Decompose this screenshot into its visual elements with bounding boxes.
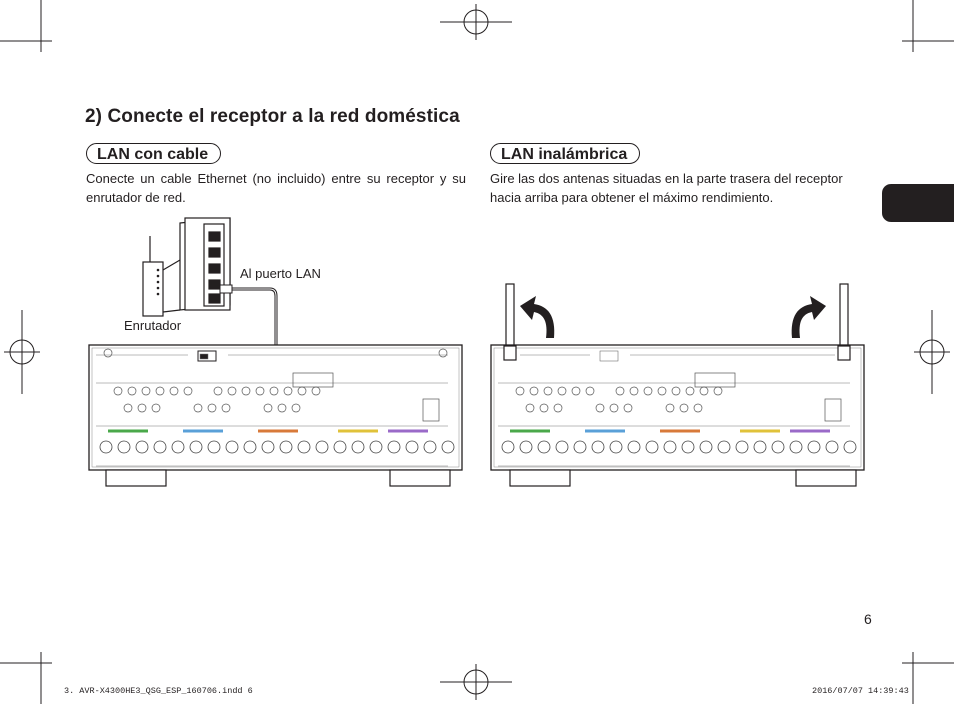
page-heading: 2) Conecte el receptor a la red doméstic… <box>85 106 460 127</box>
receiver-rear-panel-wired <box>88 344 463 487</box>
rotate-right-arrow-icon <box>791 296 826 338</box>
router-illustration <box>142 217 231 317</box>
footer-time: 14:39:43 <box>868 686 909 696</box>
wired-lan-text: Conecte un cable Ethernet (no incluido) … <box>86 171 466 205</box>
section-tab <box>882 184 954 222</box>
wireless-lan-title: LAN inalámbrica <box>490 143 641 164</box>
lan-port-label: Al puerto LAN <box>240 266 321 281</box>
footer-date: 2016/07/07 <box>812 686 864 696</box>
wireless-lan-text: Gire las dos antenas situadas en la part… <box>490 171 843 205</box>
wired-lan-title: LAN con cable <box>86 143 222 164</box>
receiver-rear-panel-wireless <box>490 283 865 487</box>
footer-file: 3. AVR-X4300HE3_QSG_ESP_160706.indd 6 <box>64 686 253 696</box>
page-number: 6 <box>864 611 872 627</box>
router-label: Enrutador <box>124 318 182 333</box>
rotate-left-arrow-icon <box>520 296 555 338</box>
